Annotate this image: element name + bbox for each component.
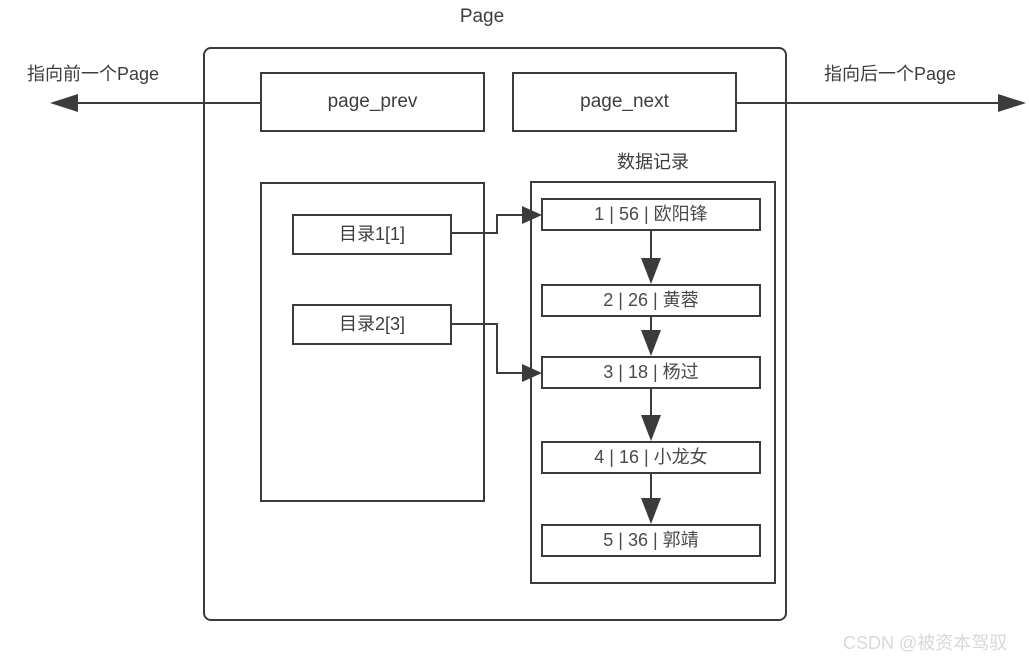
arrow-down-icon [641, 330, 661, 356]
dir2-connector-seg-a [452, 323, 498, 325]
arrow-right-icon [998, 94, 1026, 112]
record-row-3: 3 | 18 | 杨过 [541, 356, 761, 389]
record-row-3-text: 3 | 18 | 杨过 [603, 362, 699, 382]
prev-pointer-label: 指向前一个Page [27, 64, 160, 84]
directory-entry-1-label: 目录1[1] [338, 224, 406, 244]
record-row-2-text: 2 | 26 | 黄蓉 [603, 290, 699, 310]
dir1-connector-seg-c [496, 214, 524, 216]
record-row-1: 1 | 56 | 欧阳锋 [541, 198, 761, 231]
arrow-left-icon [50, 94, 78, 112]
record-row-2: 2 | 26 | 黄蓉 [541, 284, 761, 317]
record-link-1-2-line [650, 231, 652, 258]
page-prev-label: page_prev [327, 91, 418, 112]
dir2-connector-seg-b [496, 323, 498, 374]
next-pointer-label: 指向后一个Page [824, 64, 957, 84]
record-row-5: 5 | 36 | 郭靖 [541, 524, 761, 557]
page-next-label: page_next [580, 91, 669, 112]
record-row-4: 4 | 16 | 小龙女 [541, 441, 761, 474]
data-records-heading: 数据记录 [617, 152, 689, 172]
page-prev-field: page_prev [260, 72, 485, 132]
dir2-connector-seg-c [496, 372, 524, 374]
arrow-down-icon [641, 498, 661, 524]
dir1-connector-seg-a [452, 232, 498, 234]
arrow-right-icon [522, 206, 542, 224]
record-row-5-text: 5 | 36 | 郭靖 [603, 530, 699, 550]
directory-entry-2: 目录2[3] [292, 304, 452, 345]
arrow-right-icon [522, 364, 542, 382]
watermark: CSDN @被资本驾驭 [843, 633, 1008, 653]
record-link-2-3-line [650, 317, 652, 330]
page-title: Page [459, 6, 505, 27]
arrow-down-icon [641, 415, 661, 441]
record-link-4-5-line [650, 474, 652, 498]
arrow-down-icon [641, 258, 661, 284]
page-next-field: page_next [512, 72, 737, 132]
dir1-connector-seg-b [496, 214, 498, 234]
record-link-3-4-line [650, 389, 652, 415]
directory-entry-2-label: 目录2[3] [338, 314, 406, 334]
directory-entry-1: 目录1[1] [292, 214, 452, 255]
next-pointer-line [735, 102, 998, 104]
record-row-4-text: 4 | 16 | 小龙女 [594, 447, 708, 467]
prev-pointer-line [76, 102, 262, 104]
record-row-1-text: 1 | 56 | 欧阳锋 [594, 204, 708, 224]
